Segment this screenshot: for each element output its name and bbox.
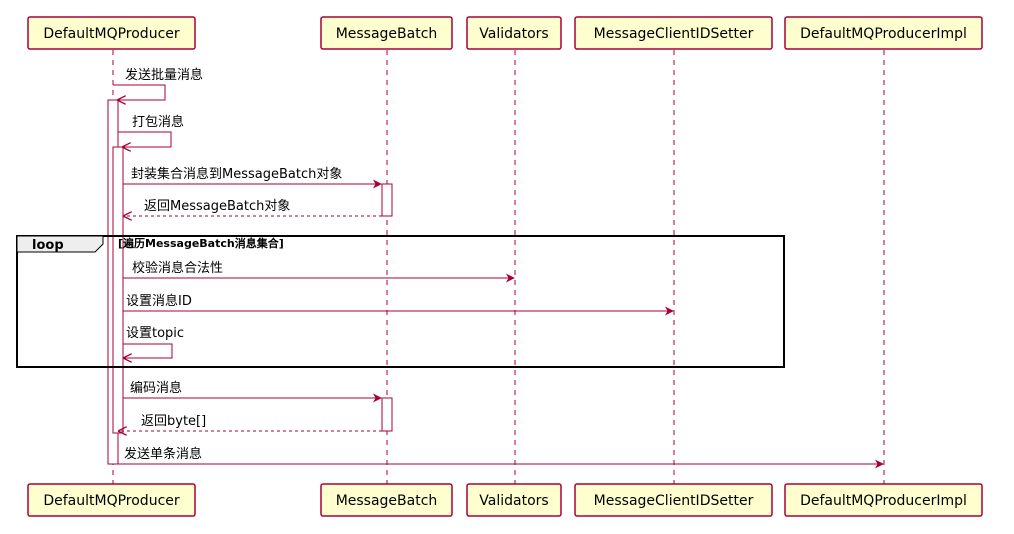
- activation-batch-1: [381, 183, 393, 217]
- message-label: 发送批量消息: [125, 67, 203, 83]
- participant-label: DefaultMQProducerImpl: [800, 493, 967, 509]
- participant-batch-bottom[interactable]: MessageBatch: [320, 483, 453, 517]
- activation-producer-inner: [112, 146, 124, 434]
- participant-validators-top[interactable]: Validators: [466, 16, 562, 50]
- message-set-id: 设置消息ID: [123, 293, 674, 316]
- participant-label: MessageClientIDSetter: [594, 26, 754, 42]
- message-label: 返回MessageBatch对象: [144, 199, 290, 214]
- participant-impl-bottom[interactable]: DefaultMQProducerImpl: [784, 483, 983, 517]
- participant-producer-bottom[interactable]: DefaultMQProducer: [27, 483, 196, 517]
- message-validate: 校验消息合法性: [123, 260, 515, 283]
- participant-impl-top[interactable]: DefaultMQProducerImpl: [784, 16, 983, 50]
- message-label: 发送单条消息: [124, 446, 202, 462]
- participant-label: MessageClientIDSetter: [594, 493, 754, 509]
- message-return-batch: 返回MessageBatch对象: [124, 199, 382, 216]
- message-label: 设置消息ID: [126, 293, 192, 309]
- participant-batch-top[interactable]: MessageBatch: [320, 16, 453, 50]
- message-set-topic: 设置topic: [123, 326, 184, 358]
- participant-label: DefaultMQProducer: [43, 26, 180, 42]
- participant-idsetter-bottom[interactable]: MessageClientIDSetter: [574, 483, 773, 517]
- message-wrap-batch: 封装集合消息到MessageBatch对象: [123, 166, 382, 189]
- participant-label: MessageBatch: [336, 493, 438, 509]
- participant-label: DefaultMQProducer: [43, 493, 180, 509]
- message-pack: 打包消息: [118, 114, 184, 147]
- participant-idsetter-top[interactable]: MessageClientIDSetter: [574, 16, 773, 50]
- participant-validators-bottom[interactable]: Validators: [466, 483, 562, 517]
- participant-producer-top[interactable]: DefaultMQProducer: [27, 16, 196, 50]
- message-send-single: 发送单条消息: [118, 446, 884, 469]
- message-encode: 编码消息: [123, 380, 382, 403]
- message-label: 打包消息: [132, 114, 184, 130]
- message-label: 编码消息: [130, 380, 182, 396]
- participant-label: MessageBatch: [336, 26, 438, 42]
- message-label: 校验消息合法性: [132, 260, 223, 276]
- activation-batch-2: [381, 397, 393, 432]
- message-label: 返回byte[]: [141, 414, 206, 429]
- participant-label: Validators: [479, 26, 548, 42]
- message-return-bytes: 返回byte[]: [119, 414, 382, 431]
- loop-guard: [遍历MessageBatch消息集合]: [118, 236, 284, 250]
- loop-keyword: loop: [32, 238, 64, 253]
- loop-frame: loop [遍历MessageBatch消息集合]: [16, 235, 785, 368]
- participant-label: DefaultMQProducerImpl: [800, 26, 967, 42]
- message-label: 封装集合消息到MessageBatch对象: [131, 166, 342, 182]
- message-label: 设置topic: [126, 326, 184, 341]
- participant-label: Validators: [479, 493, 548, 509]
- message-send-batch: 发送批量消息: [113, 67, 203, 100]
